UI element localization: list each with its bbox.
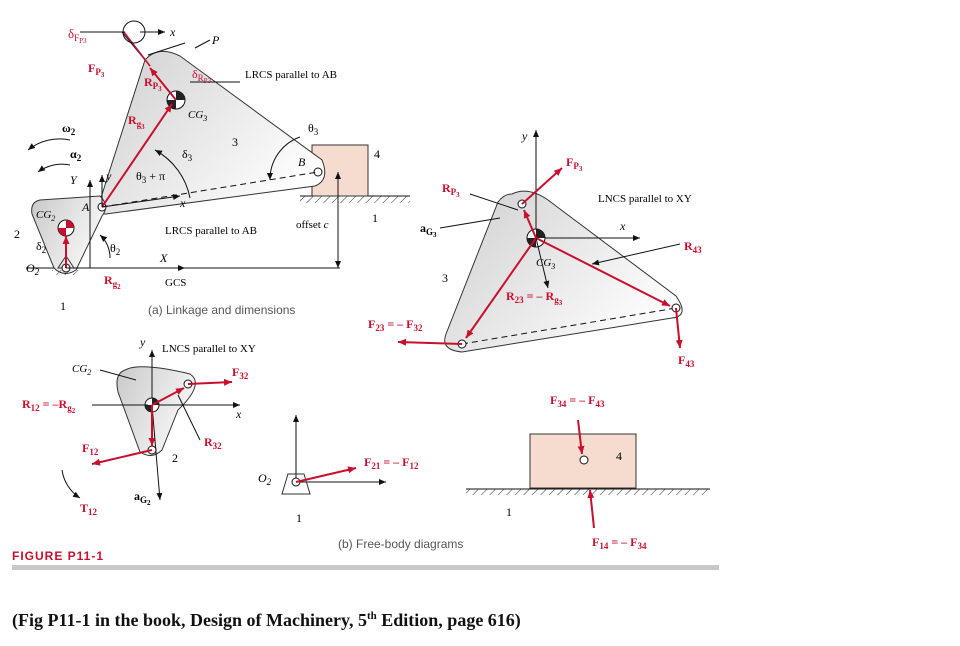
ground-block-label: 1 (506, 505, 512, 519)
theta2-label: θ2 (110, 241, 120, 257)
fbd-link-3-labels: y FP3 RP3 LNCS parallel to XY aG3 x R43 … (368, 129, 702, 369)
f43-label: F43 (678, 353, 695, 369)
y3-label: y (521, 129, 528, 143)
rg2-label: Rg2 (104, 273, 121, 291)
theta3-label: θ3 (308, 121, 319, 137)
link4-label: 4 (374, 147, 380, 161)
A-label: A (81, 200, 90, 214)
ground1-label: 1 (296, 511, 302, 525)
fbd-link-4-labels: F34 = – F43 4 1 F14 = – F34 (506, 393, 647, 551)
cg2-fbd-label: CG2 (72, 363, 91, 377)
rp3-label: RP3 (144, 75, 162, 93)
link2-fbd-label: 2 (172, 451, 178, 465)
B-label: B (298, 155, 306, 169)
gcs-label: GCS (165, 277, 186, 289)
rg3-label: Rg3 (128, 113, 145, 131)
lncs-link2-label: LNCS parallel to XY (162, 343, 256, 355)
r32-label: R32 (204, 435, 222, 451)
link3-label: 3 (232, 135, 238, 149)
o2-fbd-label: O2 (258, 471, 272, 487)
t12-label: T12 (80, 501, 98, 517)
caption-b: (b) Free-body diagrams (338, 537, 463, 551)
y-link-label: y (105, 169, 112, 183)
fp3-fbd-label: FP3 (566, 155, 583, 173)
fbd-link-2-labels: LNCS parallel to XY y CG2 F32 R12 = –Rg2… (22, 335, 256, 517)
alpha2-label: α2 (70, 147, 82, 163)
figure-rule (12, 565, 719, 570)
x3-label: x (619, 219, 626, 233)
f32-label: F32 (232, 365, 249, 381)
f34-label: F34 = – F43 (550, 393, 605, 409)
figure-label: FIGURE P11-1 (12, 549, 104, 563)
r43-label: R43 (684, 239, 702, 255)
pin-b (313, 167, 323, 177)
r12-label: R12 = –Rg2 (22, 397, 76, 415)
theta3-pi-label: θ3 + π (136, 169, 165, 185)
f14-label: F14 = – F34 (592, 535, 647, 551)
y2-label: y (139, 335, 146, 349)
link2-label: 2 (14, 227, 20, 241)
delta3-label: δ3 (182, 147, 193, 163)
fbd-ground-labels: O2 F21 = – F12 1 (b) Free-body diagrams (258, 455, 463, 551)
rp3-fbd-label: RP3 (442, 181, 460, 199)
omega2-label: ω2 (62, 121, 76, 137)
caption-a: (a) Linkage and dimensions (148, 303, 295, 317)
fbd-link-4 (466, 419, 710, 529)
delta-rp3-label: δRP3 (192, 67, 212, 85)
p-label: P (211, 33, 220, 47)
x-top-label: x (169, 25, 176, 39)
linkage-diagram (26, 20, 410, 275)
ag2-label: aG2 (134, 489, 151, 507)
Y-label: Y (70, 173, 78, 187)
delta-fp3-label: δFP3 (68, 26, 87, 45)
r23-label: R23 = – Rg3 (506, 289, 563, 307)
offset-label: offset c (296, 219, 329, 231)
X-label: X (159, 251, 168, 265)
cg3-label: CG3 (188, 109, 207, 123)
lrcs-bottom-label: LRCS parallel to AB (165, 225, 257, 237)
cg3-fbd-label: CG3 (536, 257, 555, 271)
fbd-link-3 (397, 130, 683, 353)
o2-label: O2 (26, 261, 40, 277)
link3-fbd-label: 3 (442, 271, 448, 285)
link4-fbd-label: 4 (616, 449, 622, 463)
lrcs-top-label: LRCS parallel to AB (245, 69, 337, 81)
link1-right-label: 1 (372, 211, 378, 225)
f12-label: F12 (82, 441, 99, 457)
source-caption: (Fig P11-1 in the book, Design of Machin… (12, 610, 521, 630)
linkage-labels: δFP3 x P FP3 RP3 δRP3 LRCS parallel to A… (14, 25, 380, 317)
x-link-label: x (179, 196, 186, 210)
cg2-symbol (57, 219, 75, 237)
cg2-label: CG2 (36, 209, 55, 223)
fbd-link-2 (61, 350, 240, 501)
x2-label: x (235, 407, 242, 421)
fp3-label: FP3 (88, 61, 105, 79)
f23-label: F23 = – F32 (368, 317, 423, 333)
ag3-label: aG3 (420, 221, 437, 239)
delta2-label: δ2 (36, 239, 46, 255)
fbd-ground-pivot (281, 415, 386, 495)
link1-bottom-label: 1 (60, 299, 66, 313)
f21-label: F21 = – F12 (364, 455, 419, 471)
lncs-link3-label: LNCS parallel to XY (598, 193, 692, 205)
